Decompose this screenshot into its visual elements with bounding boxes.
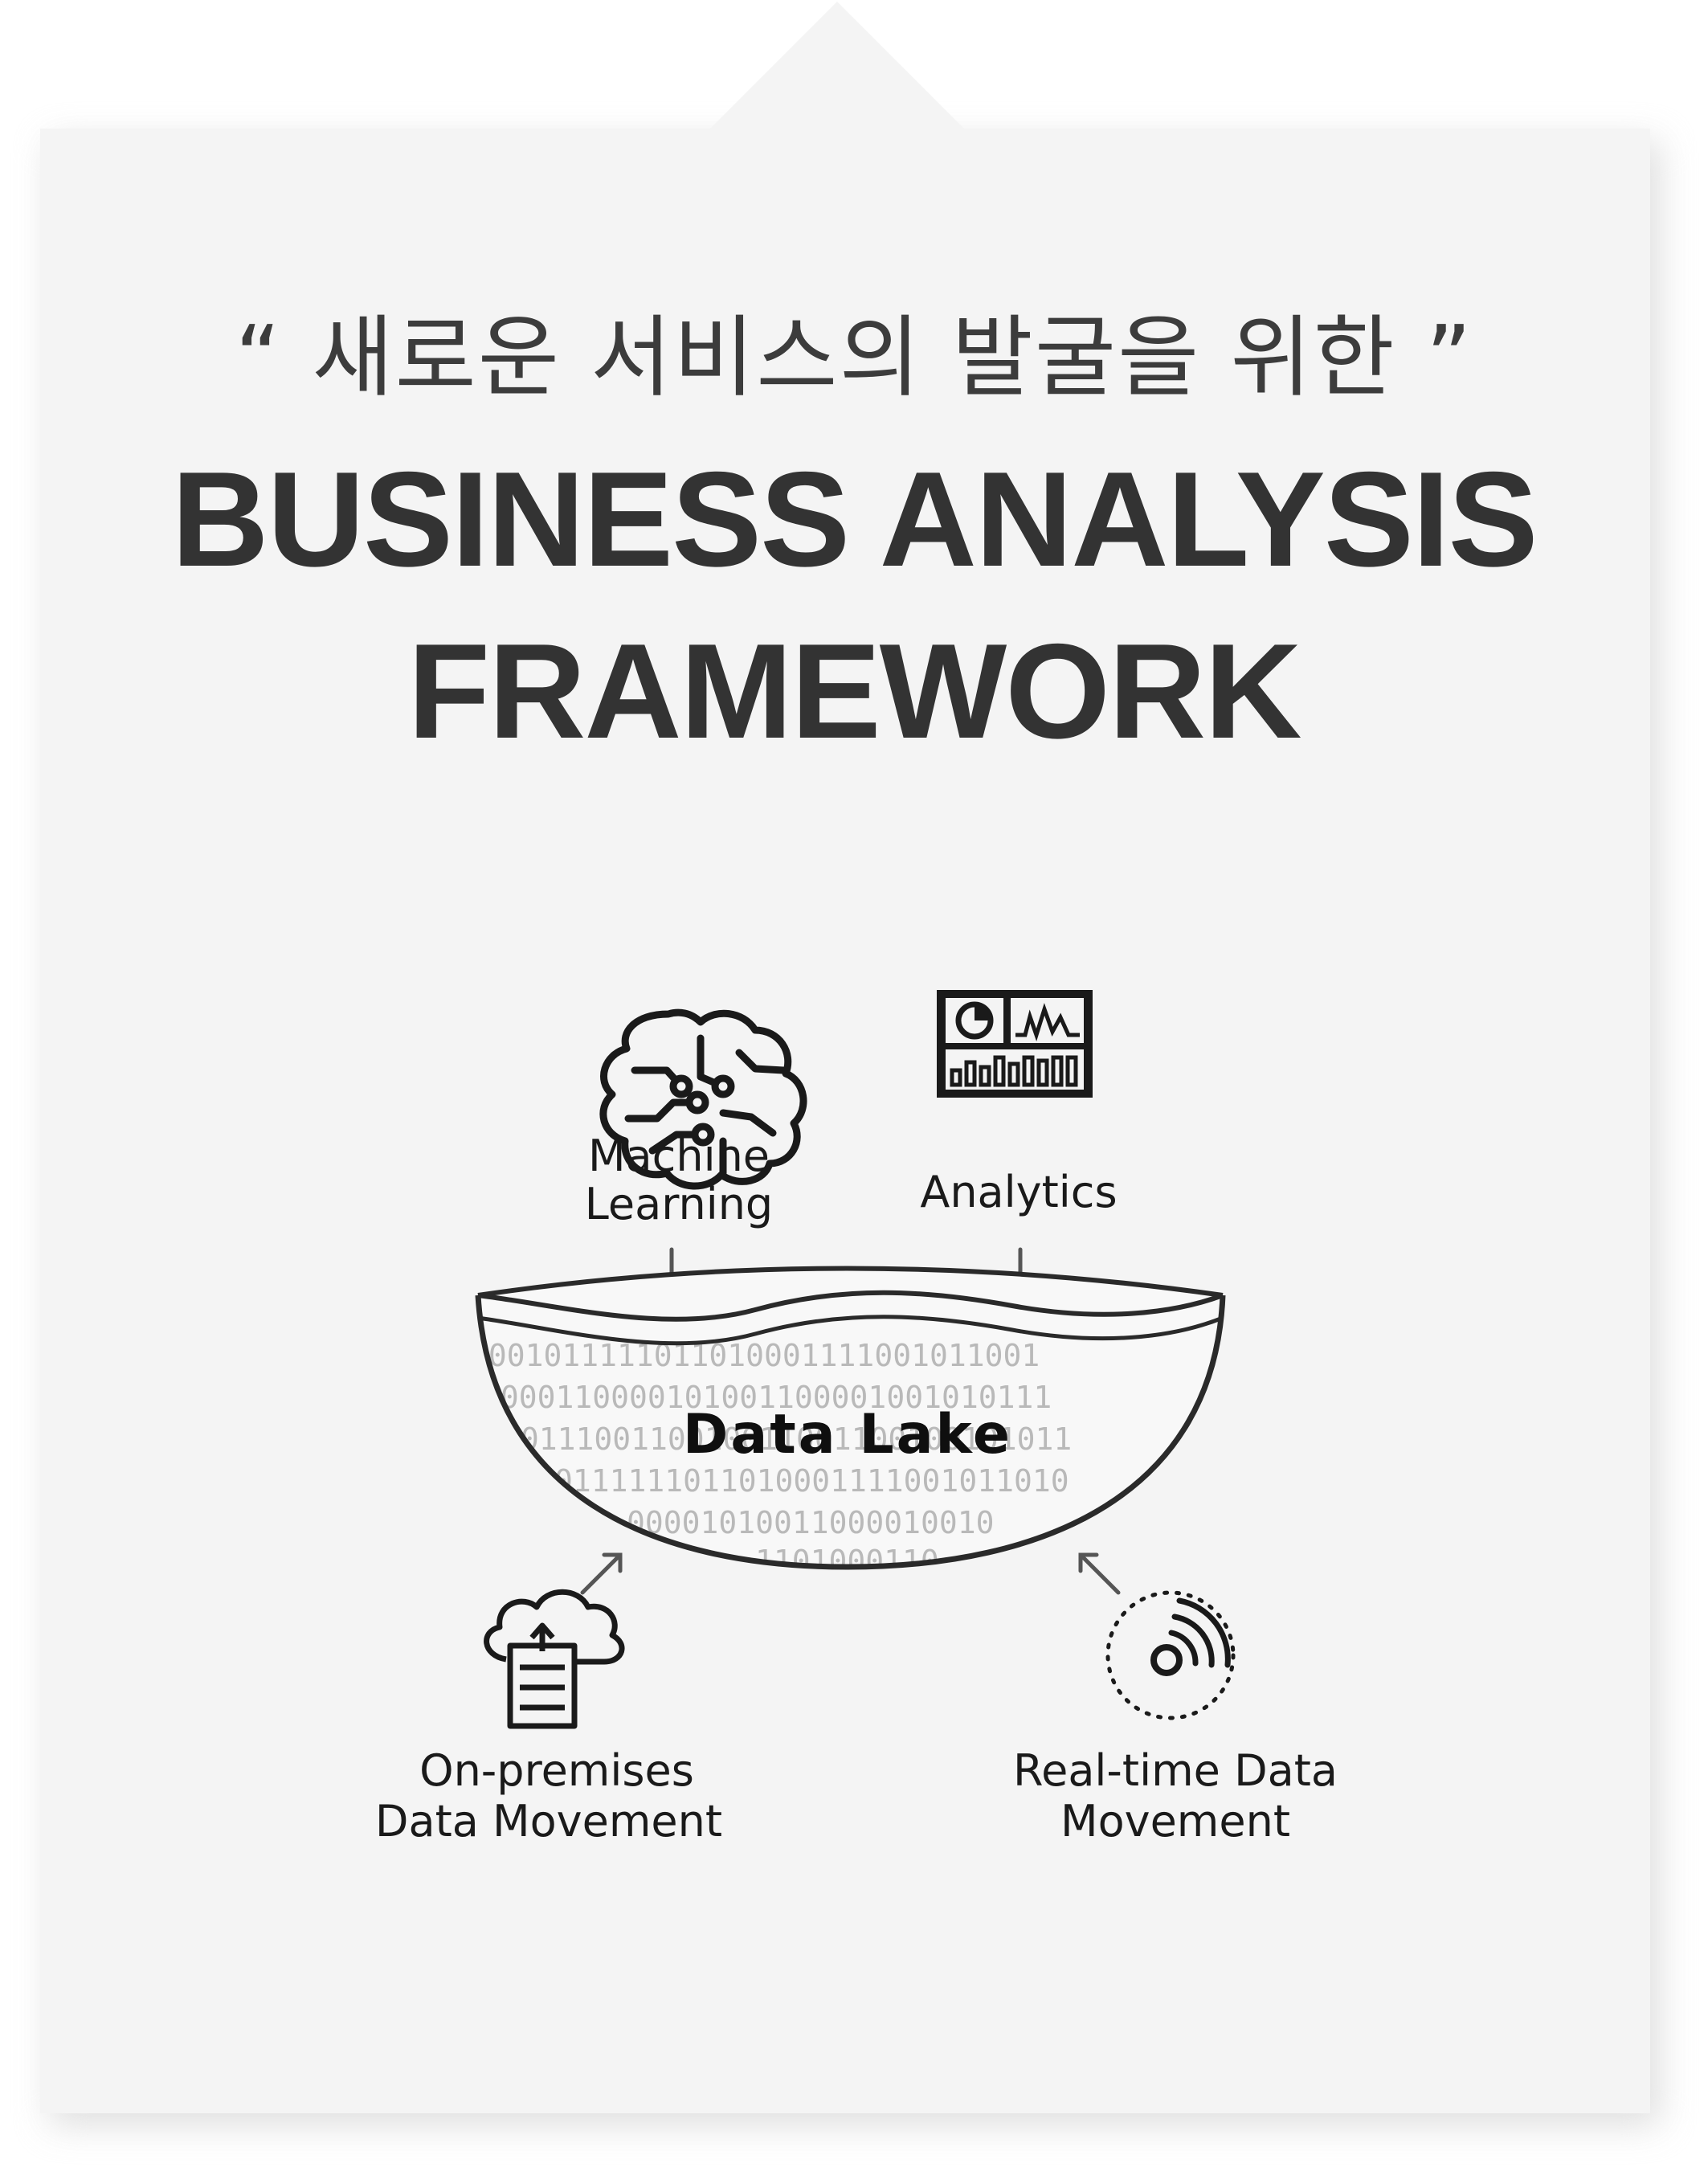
analytics-label: Analytics <box>920 1167 1117 1217</box>
cloud-server-icon <box>484 1589 625 1729</box>
realtime-label-line-2: Movement <box>1060 1796 1290 1847</box>
binary-row: 1011100110010011001100100101011 <box>502 1421 1072 1457</box>
card-tab <box>709 2 966 130</box>
brain-icon <box>599 1008 807 1190</box>
page-title-line-2: FRAMEWORK <box>407 616 1301 767</box>
arrow-onprem-to-lake <box>580 1552 623 1595</box>
page-title-line-1: BUSINESS ANALYSIS <box>171 444 1538 595</box>
onprem-label-line-1: On-premises <box>419 1745 694 1796</box>
page-subtitle: “ 새로운 서비스의 발굴을 위한 ” <box>235 306 1473 409</box>
realtime-label-line-1: Real-time Data <box>1013 1745 1338 1796</box>
binary-row: 1000110000101001100001001010111 <box>482 1380 1052 1415</box>
data-lake-bowl: 0001011111011010001111001011001 10001100… <box>470 1266 1226 1579</box>
binary-pattern: 0001011111011010001111001011001 10001100… <box>470 1338 1072 1579</box>
ml-label-line-2: Learning <box>585 1179 773 1229</box>
binary-row: 0111111011010001111001011010 <box>554 1463 1069 1499</box>
arrow-realtime-to-lake <box>1078 1552 1121 1595</box>
ml-label-line-1: Machine <box>588 1131 770 1181</box>
binary-row: 1101000110 <box>755 1544 939 1579</box>
poster-card <box>40 129 1650 2113</box>
dashboard-icon <box>937 990 1093 1098</box>
onprem-label-line-2: Data Movement <box>375 1796 722 1847</box>
binary-row: 0001011111011010001111001011001 <box>470 1338 1040 1373</box>
data-lake-label: Data Lake <box>683 1403 1012 1466</box>
signal-stream-icon <box>1105 1590 1236 1720</box>
binary-row: 00001010011000010010 <box>627 1505 995 1540</box>
